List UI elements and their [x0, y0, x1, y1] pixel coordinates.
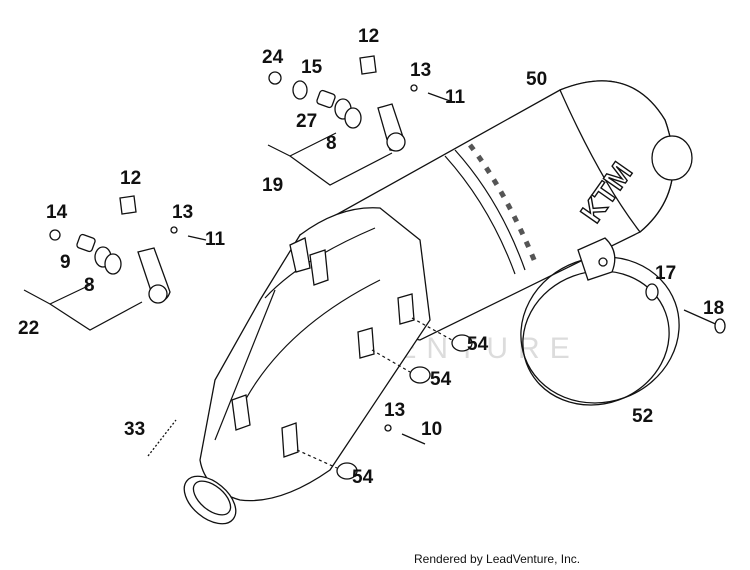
lower-bracket-assembly	[23, 195, 207, 331]
label-13-upper: 13	[410, 60, 431, 81]
label-52: 52	[632, 406, 653, 427]
label-12-upper: 12	[358, 26, 379, 47]
upper-bracket-assembly	[267, 55, 451, 186]
label-22: 22	[18, 318, 39, 339]
label-9: 9	[60, 252, 71, 273]
label-27: 27	[296, 111, 317, 132]
label-8-upper: 8	[326, 133, 337, 154]
label-14: 14	[46, 202, 68, 223]
rubber-grommets	[296, 317, 473, 480]
spring	[147, 419, 177, 457]
clamp-bolt	[645, 283, 726, 334]
label-13-bottom: 13	[384, 400, 405, 421]
label-10: 10	[421, 419, 442, 440]
silencer-clamp	[520, 237, 680, 406]
label-18: 18	[703, 298, 724, 319]
label-15: 15	[301, 57, 323, 78]
label-11-lower: 11	[205, 229, 226, 250]
label-54-middle: 54	[430, 369, 452, 390]
label-50: 50	[526, 69, 547, 90]
label-24: 24	[262, 47, 284, 68]
label-19: 19	[262, 175, 283, 196]
label-11-upper: 11	[445, 87, 466, 108]
label-54-lower: 54	[352, 467, 374, 488]
label-33: 33	[124, 419, 145, 440]
label-17: 17	[655, 263, 676, 284]
footer-credit: Rendered by LeadVenture, Inc.	[414, 552, 581, 566]
label-8-lower: 8	[84, 275, 95, 296]
bottom-bolt	[384, 424, 426, 445]
label-13-lower: 13	[172, 202, 193, 223]
label-12-lower: 12	[120, 168, 141, 189]
exhaust-pipe-section	[183, 207, 431, 525]
label-54-upper: 54	[467, 334, 489, 355]
